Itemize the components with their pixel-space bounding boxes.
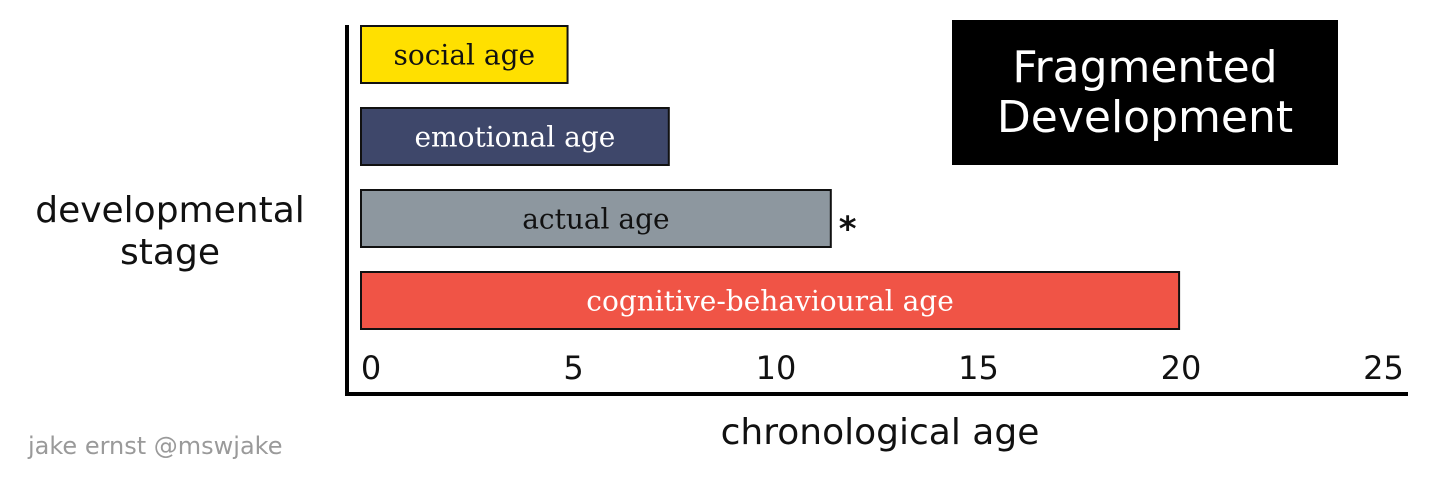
x-tick-0: 0 bbox=[361, 349, 381, 387]
x-tick-5: 5 bbox=[563, 349, 583, 387]
chart-title: Fragmented Development bbox=[996, 41, 1294, 143]
bar-cognitive-behavioural-age bbox=[360, 271, 1181, 330]
x-tick-25: 25 bbox=[1363, 349, 1404, 387]
y-axis-label: developmental stage bbox=[35, 190, 305, 273]
author-credit: jake ernst @mswjake bbox=[28, 432, 283, 460]
bar-social-age bbox=[360, 25, 569, 84]
bar-label-social-age: social age bbox=[393, 39, 535, 72]
bar-label-actual-age: actual age bbox=[522, 203, 669, 236]
chart-title-box: Fragmented Development bbox=[952, 20, 1338, 165]
x-tick-20: 20 bbox=[1161, 349, 1202, 387]
x-tick-10: 10 bbox=[756, 349, 797, 387]
bar-actual-age bbox=[360, 189, 832, 248]
x-axis-label: chronological age bbox=[720, 412, 1040, 453]
bar-emotional-age bbox=[360, 107, 670, 166]
x-tick-15: 15 bbox=[958, 349, 999, 387]
bar-label-emotional-age: emotional age bbox=[414, 121, 615, 154]
annotation-asterisk: * bbox=[839, 210, 857, 250]
x-ticks-layer: 0 5 10 15 20 25 bbox=[361, 349, 1404, 387]
bar-label-cognitive-behavioural-age: cognitive-behavioural age bbox=[586, 285, 954, 318]
bars-layer: social age emotional age actual age * cognit… bbox=[360, 25, 1181, 330]
